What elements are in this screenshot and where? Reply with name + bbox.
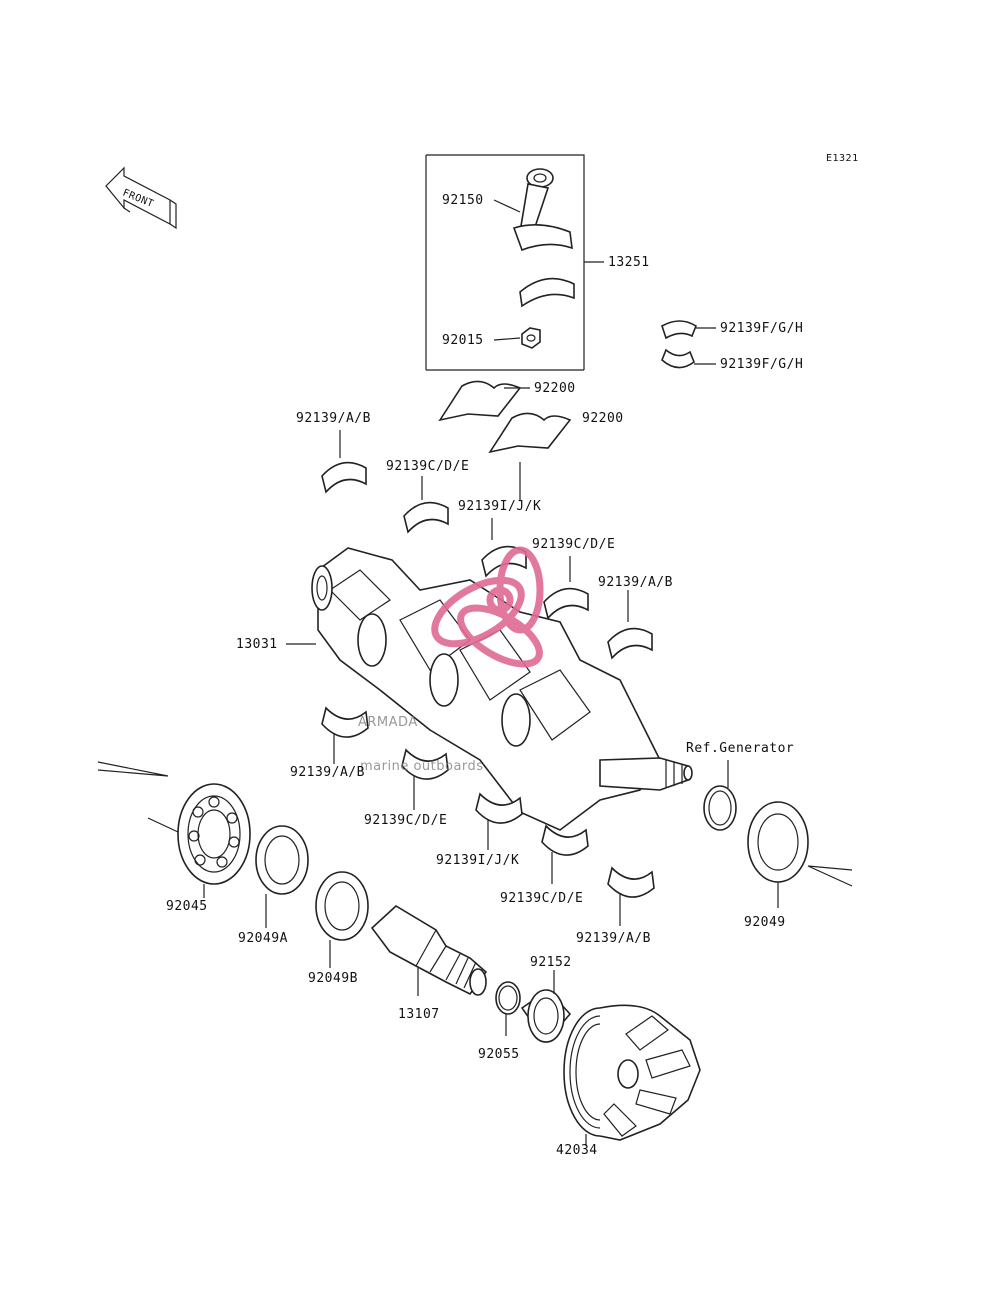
rod-bearing-lower[interactable] [661,348,695,369]
part-label[interactable]: 92139F/G/H [720,321,803,336]
part-label[interactable]: 92049 [744,915,786,930]
part-label[interactable]: 92139/A/B [290,765,365,780]
o-ring[interactable] [495,981,521,1015]
crankshaft[interactable] [311,547,693,831]
part-label[interactable]: 92200 [582,411,624,426]
watermark-brand: ARMADA [358,715,418,730]
part-label[interactable]: 92150 [442,193,484,208]
oil-seal-right[interactable] [747,801,809,883]
coupling-pulley[interactable] [563,1004,701,1141]
part-label[interactable]: 92055 [478,1047,520,1062]
main-bearing-6[interactable] [321,706,369,738]
rod-nut[interactable] [521,327,541,349]
output-shaft[interactable] [370,905,488,996]
part-label[interactable]: 92139/A/B [598,575,673,590]
part-label[interactable]: 92139C/D/E [364,813,447,828]
part-label[interactable]: 92200 [534,381,576,396]
part-label[interactable]: 92139F/G/H [720,357,803,372]
thrust-washer-1[interactable] [438,380,522,422]
oil-seal-a[interactable] [255,825,309,895]
diagram-code: E1321 [826,153,859,164]
part-label[interactable]: 92049B [308,971,358,986]
part-label[interactable]: 92045 [166,899,208,914]
main-bearing-9[interactable] [541,824,589,856]
main-bearing-5[interactable] [607,627,653,660]
main-bearing-4[interactable] [543,587,589,620]
front-label: FRONT [121,188,155,210]
part-label[interactable]: 92015 [442,333,484,348]
watermark-tagline: marine outboards [360,759,484,774]
rod-bearing-upper[interactable] [661,320,697,340]
collar[interactable] [520,988,572,1044]
part-label[interactable]: 92139C/D/E [500,891,583,906]
part-label[interactable]: 92139C/D/E [386,459,469,474]
main-bearing-10[interactable] [607,866,655,898]
part-label[interactable]: 13251 [608,255,650,270]
generator-ring[interactable] [703,785,737,831]
part-label[interactable]: 13031 [236,637,278,652]
part-label[interactable]: 92139/A/B [576,931,651,946]
watermark: ARMADA marine outboards [358,546,544,774]
part-label[interactable]: 92152 [530,955,572,970]
part-label[interactable]: 92139I/J/K [436,853,519,868]
part-label[interactable]: 42034 [556,1143,598,1158]
part-label[interactable]: 92139/A/B [296,411,371,426]
front-arrow-icon: FRONT [105,166,177,230]
main-bearing-7[interactable] [401,748,449,780]
main-bearing-2[interactable] [403,501,449,534]
thrust-washer-2[interactable] [488,412,572,454]
ball-bearing[interactable] [177,783,251,885]
timing-sprocket [311,565,333,611]
watermark-emblem-icon [431,546,544,668]
part-label[interactable]: 92139C/D/E [532,537,615,552]
kit-bracket [426,154,585,370]
part-label[interactable]: 92049A [238,931,288,946]
part-label[interactable]: 92139I/J/K [458,499,541,514]
oil-seal-b[interactable] [315,871,369,941]
connecting-rod[interactable] [512,168,575,308]
reference-label[interactable]: Ref.Generator [686,741,794,756]
main-bearing-1[interactable] [321,461,367,494]
main-bearing-8[interactable] [475,792,523,824]
part-label[interactable]: 13107 [398,1007,440,1022]
